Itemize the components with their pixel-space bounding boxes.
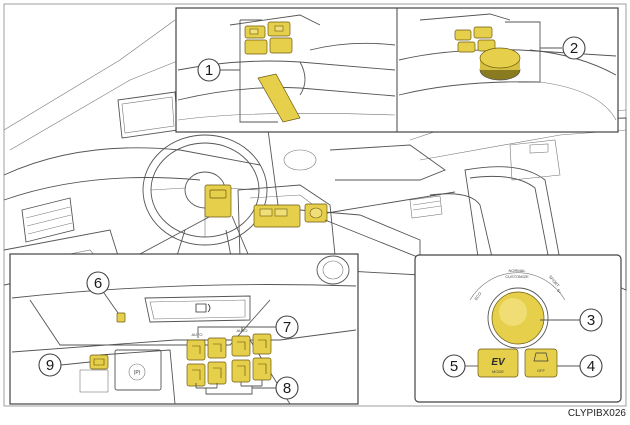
callout-7: 7 — [197, 315, 299, 339]
armrest-left-view — [177, 14, 396, 123]
seat-auto-left-label: AUTO — [191, 332, 202, 337]
callout-4: 4 — [557, 354, 603, 378]
drive-mode-eco-label: ECO — [473, 291, 482, 301]
drive-mode-select-knob — [487, 287, 549, 349]
off-button-label: OFF — [537, 368, 546, 373]
ev-mode-button: EV MODE — [477, 348, 519, 378]
callout-8-number: 8 — [283, 380, 291, 397]
callout-2: 2 — [505, 21, 586, 83]
callout-9-number: 9 — [46, 357, 54, 374]
callout-3-number: 3 — [587, 312, 595, 329]
heated-wheel-button — [89, 354, 109, 370]
drive-mode-sport-plus-label: S+ — [556, 288, 563, 296]
callout-1: 1 — [197, 19, 278, 123]
callout-3: 3 — [540, 308, 603, 332]
seat-climate-buttons: AUTO AUTO — [186, 328, 272, 387]
drive-mode-customize-label: CUSTOMIZE — [505, 274, 529, 279]
top-inset-panel: 1 2 — [175, 7, 619, 133]
ev-button-label: EV — [491, 357, 506, 368]
drive-mode-normal-label: NORMAL — [508, 268, 526, 273]
bottom-right-inset-panel: ECO NORMAL CUSTOMIZE SPORT S+ EV MODE OF… — [414, 254, 622, 403]
svg-text:(P): (P) — [134, 370, 141, 376]
callout-1-number: 1 — [205, 62, 213, 79]
callout-5: 5 — [442, 354, 478, 378]
callout-4-number: 4 — [587, 358, 595, 375]
callout-5-number: 5 — [450, 358, 458, 375]
vsc-off-button: OFF — [524, 348, 558, 378]
wireless-charger-icon — [195, 303, 211, 313]
ev-button-sub-label: MODE — [492, 369, 504, 374]
figure-code: CLYPIBX026 — [567, 408, 626, 419]
callout-2-number: 2 — [570, 40, 578, 57]
callout-6: 6 — [86, 271, 119, 314]
callout-8: 8 — [195, 376, 299, 400]
indicator-light — [116, 312, 126, 323]
callout-9: 9 — [38, 353, 91, 377]
callout-7-number: 7 — [283, 319, 291, 336]
inset-connectors — [139, 129, 456, 259]
callout-6-number: 6 — [94, 275, 102, 292]
cabin-highlights — [204, 184, 328, 228]
bottom-left-inset-panel: (P) AUTO AUTO 6 — [9, 253, 359, 405]
